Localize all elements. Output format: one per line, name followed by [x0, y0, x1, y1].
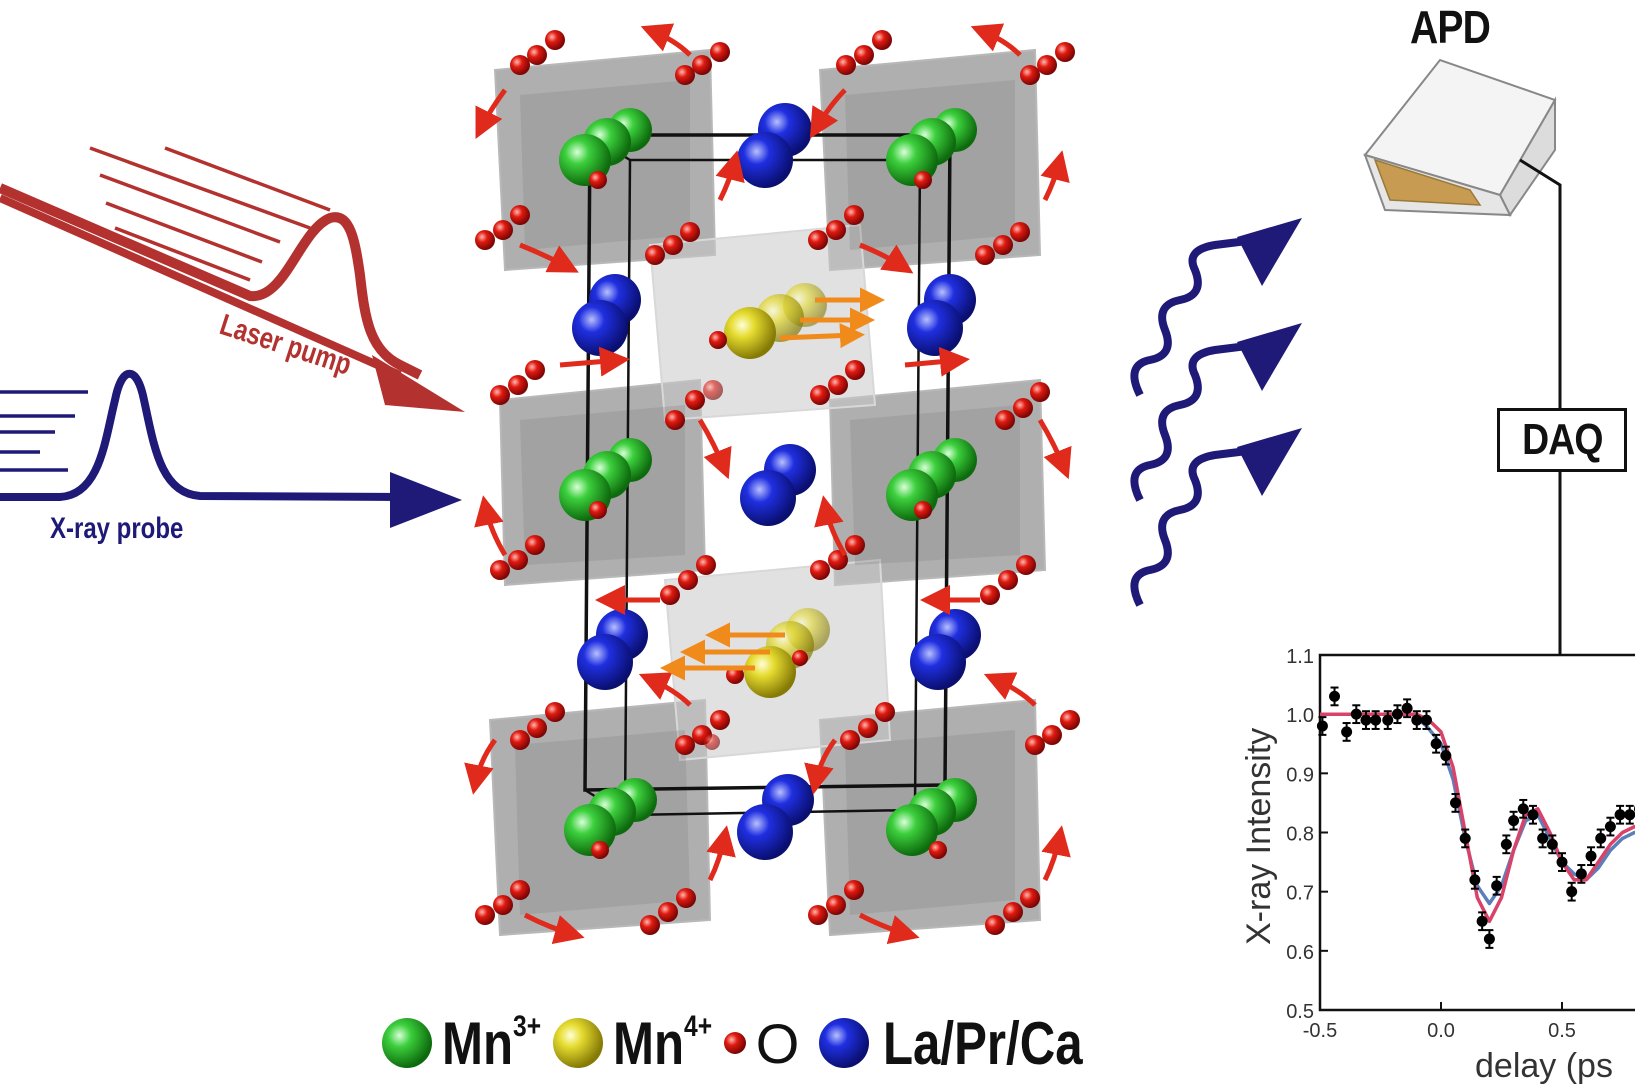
chart-ticks: 0.5 0.6 0.7 0.8 0.9 1.0 1.1 -0.5 0.0 0.5 — [1286, 646, 1576, 1042]
xray-probe-label: X-ray probe — [50, 510, 183, 544]
mn3-legend-swatch — [382, 1018, 432, 1068]
daq-box: DAQ — [1497, 408, 1627, 472]
y-tick-label: 0.7 — [1286, 883, 1314, 905]
data-point — [1341, 726, 1353, 738]
data-point — [1546, 838, 1558, 850]
data-point — [1391, 708, 1403, 720]
oxygen-atoms — [475, 30, 1080, 935]
y-tick-label: 1.0 — [1286, 705, 1314, 727]
data-point — [1604, 821, 1616, 833]
x-tick-label: 0.0 — [1427, 1020, 1455, 1042]
y-tick-label: 0.6 — [1286, 942, 1314, 964]
data-point — [1614, 809, 1626, 821]
y-tick-label: 0.9 — [1286, 764, 1314, 786]
laser-pump-label: Laser pump — [216, 307, 356, 382]
la-pr-ca-atoms — [572, 103, 981, 860]
chart-frame — [1318, 653, 1635, 1012]
y-tick-label: 0.5 — [1286, 1001, 1314, 1023]
diffracted-xray-arrowheads — [1237, 218, 1302, 496]
data-point — [1370, 714, 1382, 726]
data-point — [1483, 933, 1495, 945]
crystal-structure — [464, 23, 1080, 945]
o-legend-label: O — [755, 1011, 800, 1075]
legend: Mn3+ Mn4+ O La/Pr/Ca — [380, 1008, 1101, 1078]
mn4-legend-swatch — [552, 1018, 603, 1068]
data-point — [1527, 809, 1539, 821]
diffracted-xrays — [1130, 236, 1256, 607]
data-point — [1360, 714, 1372, 726]
data-point — [1476, 915, 1488, 927]
mn3-legend-label: Mn3+ — [442, 1009, 542, 1077]
data-point — [1491, 880, 1503, 892]
y-tick-label: 1.1 — [1286, 646, 1314, 668]
data-point — [1401, 702, 1413, 714]
data-point — [1500, 838, 1512, 850]
data-point — [1624, 809, 1635, 821]
data-point — [1508, 815, 1520, 827]
data-point — [1556, 856, 1568, 868]
data-point — [1459, 832, 1471, 844]
data-point — [1595, 832, 1607, 844]
chart: 0.5 0.6 0.7 0.8 0.9 1.0 1.1 -0.5 0.0 0.5 X-ray In… — [1240, 646, 1635, 1085]
data-point — [1469, 874, 1481, 886]
daq-label: DAQ — [1521, 415, 1603, 464]
data-point — [1350, 708, 1362, 720]
data-point — [1566, 886, 1578, 898]
la-pr-ca-legend-label: La/Pr/Ca — [883, 1009, 1083, 1077]
y-tick-label: 0.8 — [1286, 824, 1314, 846]
data-point — [1316, 720, 1328, 732]
data-point — [1585, 850, 1597, 862]
mn4-atoms — [724, 283, 830, 698]
data-point — [1329, 690, 1341, 702]
la-pr-ca-legend-swatch — [819, 1018, 870, 1068]
o-legend-swatch — [723, 1032, 746, 1054]
data-point — [1450, 797, 1462, 809]
fit-line-series — [1320, 712, 1635, 924]
data-point — [1517, 803, 1529, 815]
data-point — [1575, 868, 1587, 880]
x-tick-label: -0.5 — [1303, 1020, 1337, 1042]
data-point — [1382, 714, 1394, 726]
apd-detector — [1363, 58, 1557, 217]
data-point — [1420, 714, 1432, 726]
rotation-arrows — [464, 23, 1072, 945]
laser-pump-beam — [0, 146, 465, 412]
data-point — [1411, 714, 1423, 726]
xray-probe-beam — [0, 369, 462, 528]
x-tick-label: 0.5 — [1548, 1020, 1576, 1042]
mn4-legend-label: Mn4+ — [612, 1009, 712, 1077]
data-point — [1537, 832, 1549, 844]
data-point — [1440, 750, 1452, 762]
data-point — [1430, 738, 1442, 750]
displacement-arrows — [660, 287, 885, 681]
apd-label: APD — [1410, 1, 1491, 53]
signal-cable — [1519, 158, 1562, 655]
chart-points — [1316, 686, 1635, 949]
chart-xlabel: delay (ps — [1475, 1047, 1613, 1085]
chart-ylabel: X-ray Intensity — [1240, 728, 1278, 945]
